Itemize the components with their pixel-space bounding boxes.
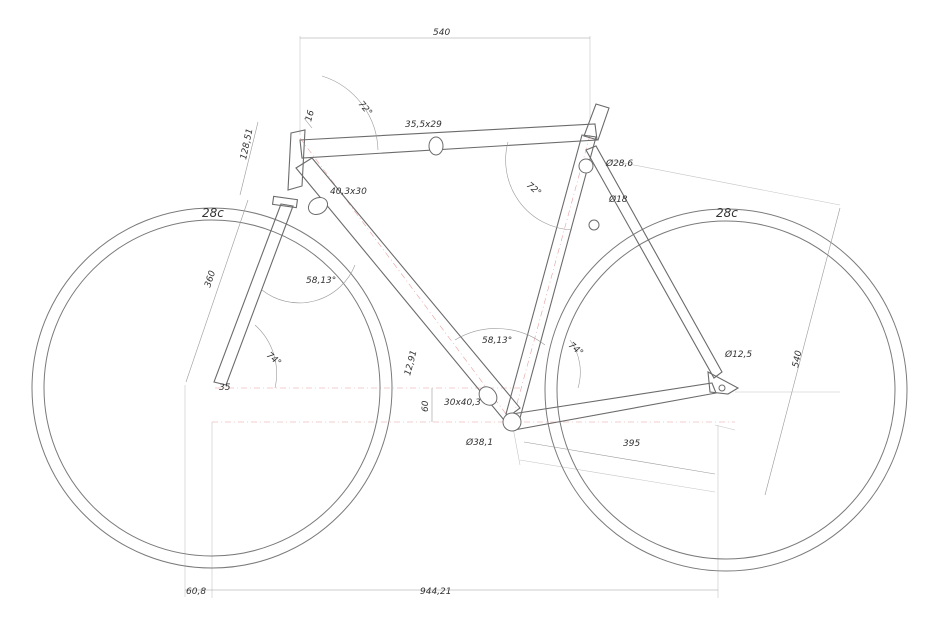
head-angle-bottom-label: 74° bbox=[264, 351, 283, 369]
joints bbox=[307, 136, 726, 432]
bb-tube-label: 12,91 bbox=[403, 349, 419, 376]
chain-stay bbox=[511, 382, 717, 431]
top-down-joint-section bbox=[307, 196, 329, 216]
seat-angle-bottom-label: 74° bbox=[566, 341, 585, 359]
head-tube bbox=[287, 129, 306, 191]
down-tube-angle-label: 58,13° bbox=[306, 276, 336, 286]
rear-axle bbox=[718, 384, 726, 392]
fork-offset-label: 35 bbox=[219, 383, 231, 393]
top-tube-length-label: 540 bbox=[433, 28, 450, 38]
seat-stay-diameter-label: Ø18 bbox=[608, 194, 628, 205]
top-tube bbox=[299, 123, 598, 159]
head-angle-top-label: 72° bbox=[356, 100, 374, 119]
seat-post bbox=[583, 103, 610, 141]
chain-stay-length-label: 395 bbox=[623, 439, 640, 449]
seat-tube-length-label: 540 bbox=[791, 349, 804, 368]
head-tube-top-label: 16 bbox=[304, 109, 317, 123]
angle-arcs bbox=[254, 75, 581, 389]
seat-area-angle-label: 58,13° bbox=[482, 336, 512, 346]
seat-tube bbox=[505, 134, 597, 419]
bb-diameter-label: Ø38,1 bbox=[465, 437, 493, 448]
rear-dropout bbox=[707, 371, 740, 395]
down-tube bbox=[295, 157, 521, 421]
down-tube-profile-label: 40,3x30 bbox=[330, 187, 367, 197]
dimension-labels: 540 35,5x29 128,51 16 40,3x30 360 72° 72… bbox=[186, 28, 805, 597]
top-tube-profile-label: 35,5x29 bbox=[405, 120, 442, 130]
front-wheel bbox=[31, 207, 393, 569]
fork bbox=[213, 203, 294, 386]
construction-lines bbox=[184, 36, 841, 598]
frame bbox=[213, 103, 740, 431]
dimension-lines bbox=[185, 37, 841, 591]
fork-length-label: 360 bbox=[203, 269, 218, 289]
down-tube-section bbox=[478, 386, 498, 406]
rear-wheel bbox=[544, 208, 908, 572]
chain-stay-profile-label: 30x40,3 bbox=[444, 398, 481, 408]
seat-stay-section bbox=[588, 219, 600, 231]
head-tube-length-label: 128,51 bbox=[239, 128, 255, 161]
trail-label: 60,8 bbox=[186, 587, 206, 597]
bb-shell bbox=[502, 412, 522, 432]
front-tire-label: 28c bbox=[202, 206, 224, 220]
seat-tube-section bbox=[578, 158, 594, 174]
chain-stay-diameter-label: Ø12,5 bbox=[724, 349, 752, 360]
stem-spacer bbox=[271, 195, 299, 209]
top-tube-section bbox=[428, 136, 444, 156]
seat-stay bbox=[585, 145, 723, 379]
wheelbase-label: 944,21 bbox=[420, 587, 452, 597]
rear-tire-label: 28c bbox=[716, 206, 738, 220]
bb-drop-label: 60 bbox=[421, 400, 431, 412]
seat-angle-top-label: 72° bbox=[524, 181, 543, 199]
seat-tube-diameter-label: Ø28,6 bbox=[605, 158, 633, 169]
